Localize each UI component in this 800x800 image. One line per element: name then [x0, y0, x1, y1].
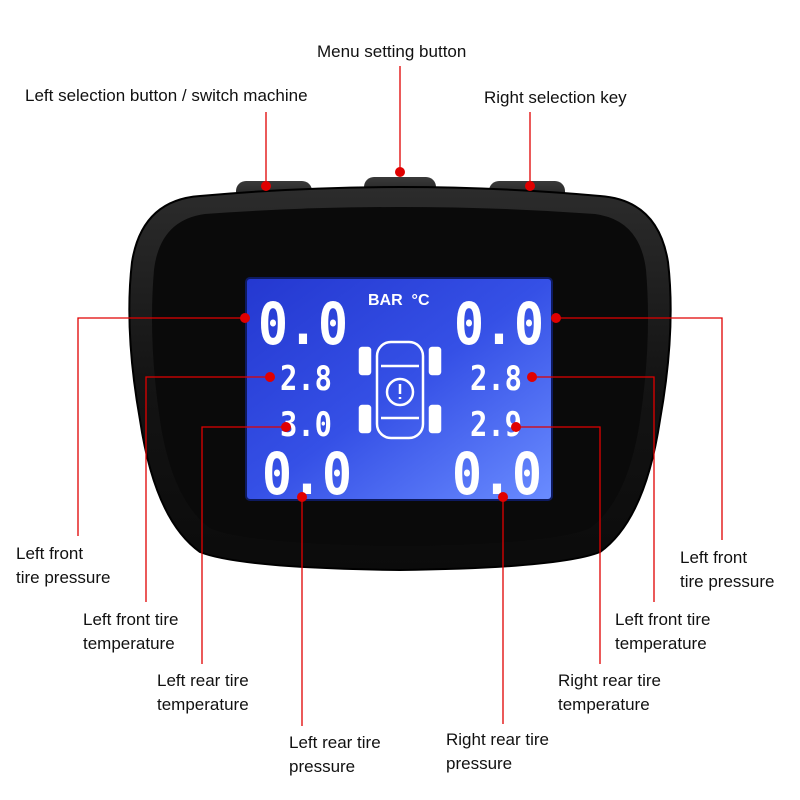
left-front-pressure-readout: 0.0 — [258, 290, 348, 358]
right-rear-pressure-callout: Right rear tire pressure — [446, 730, 549, 773]
leader-dots — [240, 167, 561, 502]
right-front-pressure-readout: 0.0 — [454, 290, 544, 358]
leader-lines — [77, 66, 723, 726]
right-front-temperature-callout: Left front tire temperature — [615, 610, 711, 653]
left-button-callout: Left selection button / switch machine — [25, 86, 308, 105]
units-label: BAR °C — [368, 292, 430, 309]
left-front-temperature-readout: 2.8 — [280, 359, 332, 399]
left-rear-temperature-callout: Left rear tire temperature — [157, 671, 249, 714]
left-rear-pressure-callout: Left rear tire pressure — [289, 733, 381, 776]
right-button-callout: Right selection key — [484, 88, 627, 107]
left-rear-pressure-readout: 0.0 — [262, 440, 352, 508]
left-front-pressure-callout: Left front tire pressure — [16, 544, 111, 587]
left-front-temperature-callout: Left front tire temperature — [83, 610, 179, 653]
right-front-pressure-callout: Left front tire pressure — [680, 548, 775, 591]
right-rear-pressure-readout: 0.0 — [452, 440, 542, 508]
menu-button-callout: Menu setting button — [317, 42, 467, 61]
right-rear-temperature-callout: Right rear tire temperature — [558, 671, 661, 714]
car-with-tire-warning-icon — [358, 340, 442, 440]
right-front-temperature-readout: 2.8 — [470, 359, 522, 399]
